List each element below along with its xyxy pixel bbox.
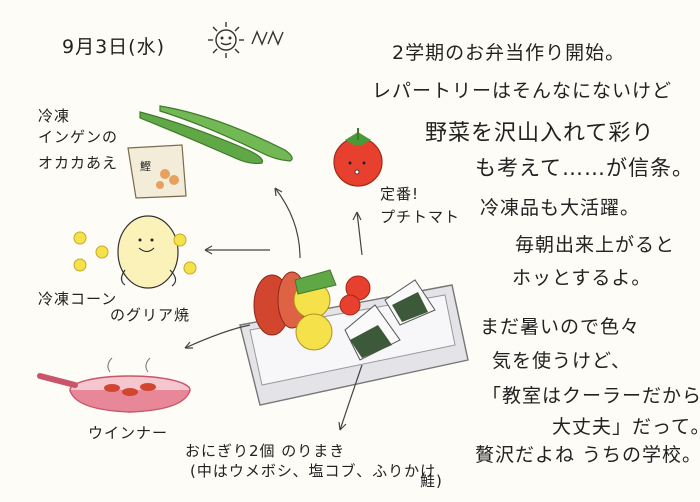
katsuobushi-pack-label: 鰹: [140, 160, 152, 173]
arrows: [184, 187, 363, 431]
frying-pan: [37, 357, 191, 413]
diary-line-4: も考えて……が信条。: [475, 156, 694, 180]
date-text: 9月3日(水): [62, 36, 166, 58]
label-green-beans-1: 冷凍: [38, 107, 71, 125]
label-green-beans-3: オカカあえ: [38, 154, 119, 172]
diary-line-1: 2学期のお弁当作り開始。: [392, 42, 626, 64]
label-tomato-2: プチトマト: [380, 208, 461, 226]
diary-line-2: レパートリーはそんなにないけど: [372, 80, 673, 102]
label-onigiri-1: おにぎり2個 のりまき: [185, 442, 346, 460]
bento-box: [239, 269, 469, 406]
tomato-character: [333, 128, 383, 187]
diary-line-3: 野菜を沢山入れて彩り: [425, 121, 655, 146]
label-sausage: ウインナー: [88, 424, 169, 442]
label-green-beans-2: インゲンの: [38, 128, 119, 146]
label-onigiri-3: 鮭): [420, 472, 443, 490]
label-onigiri-2: (中はウメボシ、塩コブ、ふりかけ: [190, 462, 437, 480]
label-tomato-1: 定番!: [380, 185, 420, 203]
diary-line-7: ホッとするよ。: [512, 267, 652, 289]
green-beans: [139, 105, 293, 165]
label-corn-2: のグリア焼: [110, 306, 191, 324]
diary-line-6: 毎朝出来上がると: [515, 234, 676, 256]
diary-line-11: 大丈夫」だって。: [552, 416, 700, 438]
egg-character: [117, 215, 179, 289]
diary-line-9: 気を使うけど、: [492, 350, 632, 372]
wind-icon: [251, 30, 284, 46]
sun-icon: [208, 22, 244, 58]
diary-line-5: 冷凍品も大活躍。: [480, 197, 641, 219]
diary-line-8: まだ暑いので色々: [480, 316, 641, 338]
diary-line-10: 「教室はクーラーだから: [482, 385, 700, 407]
katsuobushi-pack: [127, 144, 187, 199]
corn-kernels: [73, 231, 197, 275]
label-corn-1: 冷凍コーン: [38, 290, 118, 308]
diary-line-12: 贅沢だよね うちの学校。: [475, 444, 700, 466]
